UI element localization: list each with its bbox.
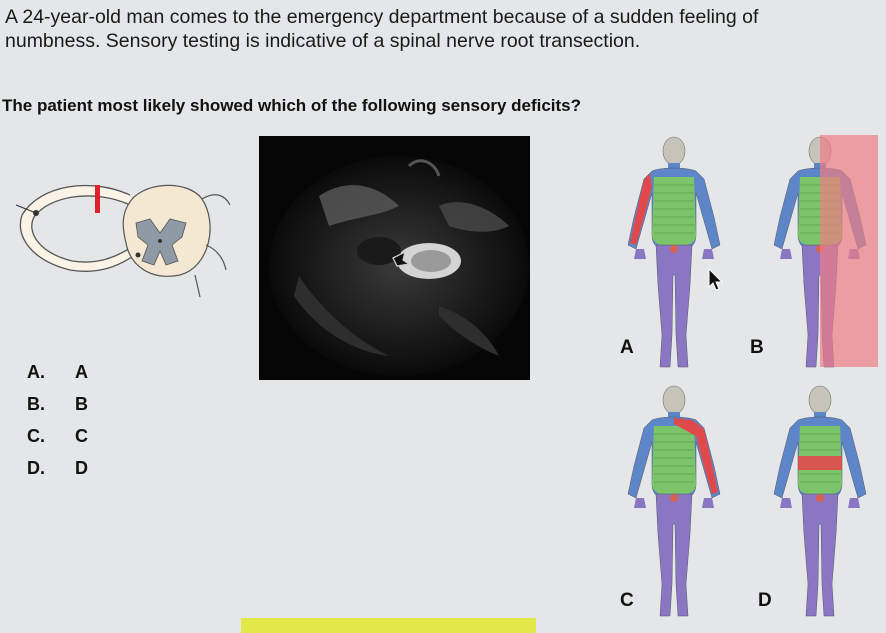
option-a[interactable]: A. A [27,361,88,382]
figure-label-c: C [620,590,634,611]
nerve-root-diagram [15,184,231,298]
dermatome-figure-a [627,136,721,368]
question-stem: A 24-year-old man comes to the emergency… [5,6,759,52]
mouse-cursor-icon [708,268,724,291]
option-c[interactable]: C. C [27,425,88,446]
spinal-cord-cross-section [122,184,211,277]
figure-label-b: B [750,337,764,358]
dermatome-figure-d [773,385,867,617]
option-d[interactable]: D. D [27,457,88,478]
dermatome-figure-b [773,135,878,368]
mri-image [259,136,530,380]
figure-label-d: D [758,590,772,611]
figure-label-a: A [620,337,634,358]
question-prompt: The patient most likely showed which of … [2,96,582,115]
dermatome-figure-c [627,385,721,617]
bottom-banner [241,618,536,633]
arrow-marker-icon [392,250,411,267]
transection-mark [95,185,100,213]
answer-options: A. A B. B C. C D. D [27,356,88,484]
option-b[interactable]: B. B [27,393,88,414]
